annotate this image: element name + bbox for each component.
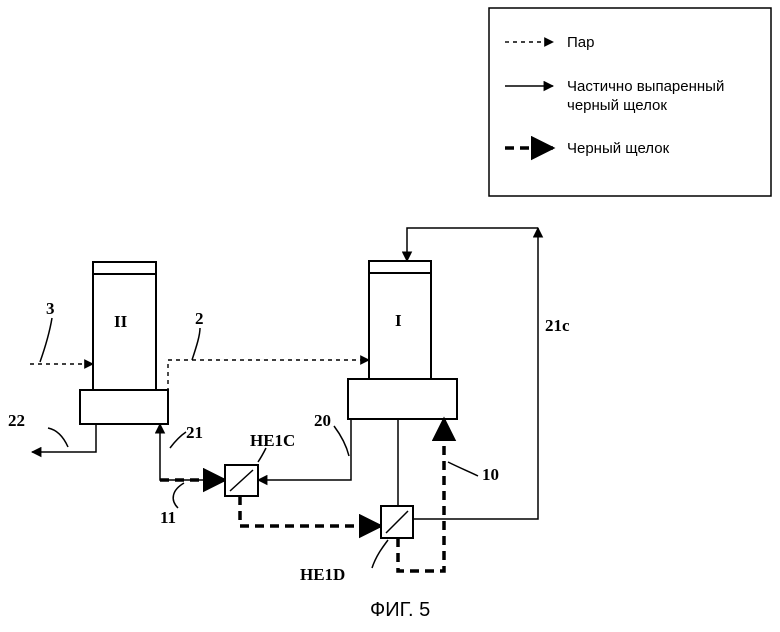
- black-liquor-he1c-to-he1d: [240, 496, 381, 526]
- steam-stream-2: [168, 360, 369, 392]
- stage2-base: [80, 390, 168, 424]
- figure-caption: ФИГ. 5: [370, 599, 430, 621]
- label-20: 20: [314, 411, 331, 430]
- stream-21c-return: [407, 228, 538, 261]
- label-21c: 21c: [545, 316, 570, 335]
- label-10-leader: [448, 462, 478, 476]
- black-liquor-stream-10: [398, 419, 444, 571]
- label-10: 10: [482, 465, 499, 484]
- label-3-leader: [40, 318, 52, 362]
- label-11-leader: [173, 483, 184, 508]
- label-11: 11: [160, 508, 176, 527]
- label-he1d: HE1D: [300, 565, 345, 584]
- label-he1c-leader: [258, 448, 266, 462]
- label-he1d-leader: [372, 540, 388, 568]
- legend-partial-label-1: Частично выпаренный: [567, 78, 724, 95]
- label-22: 22: [8, 411, 25, 430]
- label-he1c: HE1C: [250, 431, 295, 450]
- legend-black-liquor-label: Черный щелок: [567, 140, 670, 157]
- stage2-label: II: [114, 312, 128, 331]
- legend-partial-label-2: черный щелок: [567, 97, 667, 114]
- label-20-leader: [334, 426, 349, 456]
- label-2-leader: [192, 328, 200, 360]
- stage1-base: [348, 379, 457, 419]
- legend-steam-label: Пар: [567, 34, 594, 51]
- label-3: 3: [46, 299, 55, 318]
- label-22-leader: [48, 428, 68, 447]
- stream-22: [32, 424, 96, 452]
- label-21: 21: [186, 423, 203, 442]
- stage1-label: I: [395, 311, 402, 330]
- label-21-leader: [170, 432, 186, 448]
- label-2: 2: [195, 309, 204, 328]
